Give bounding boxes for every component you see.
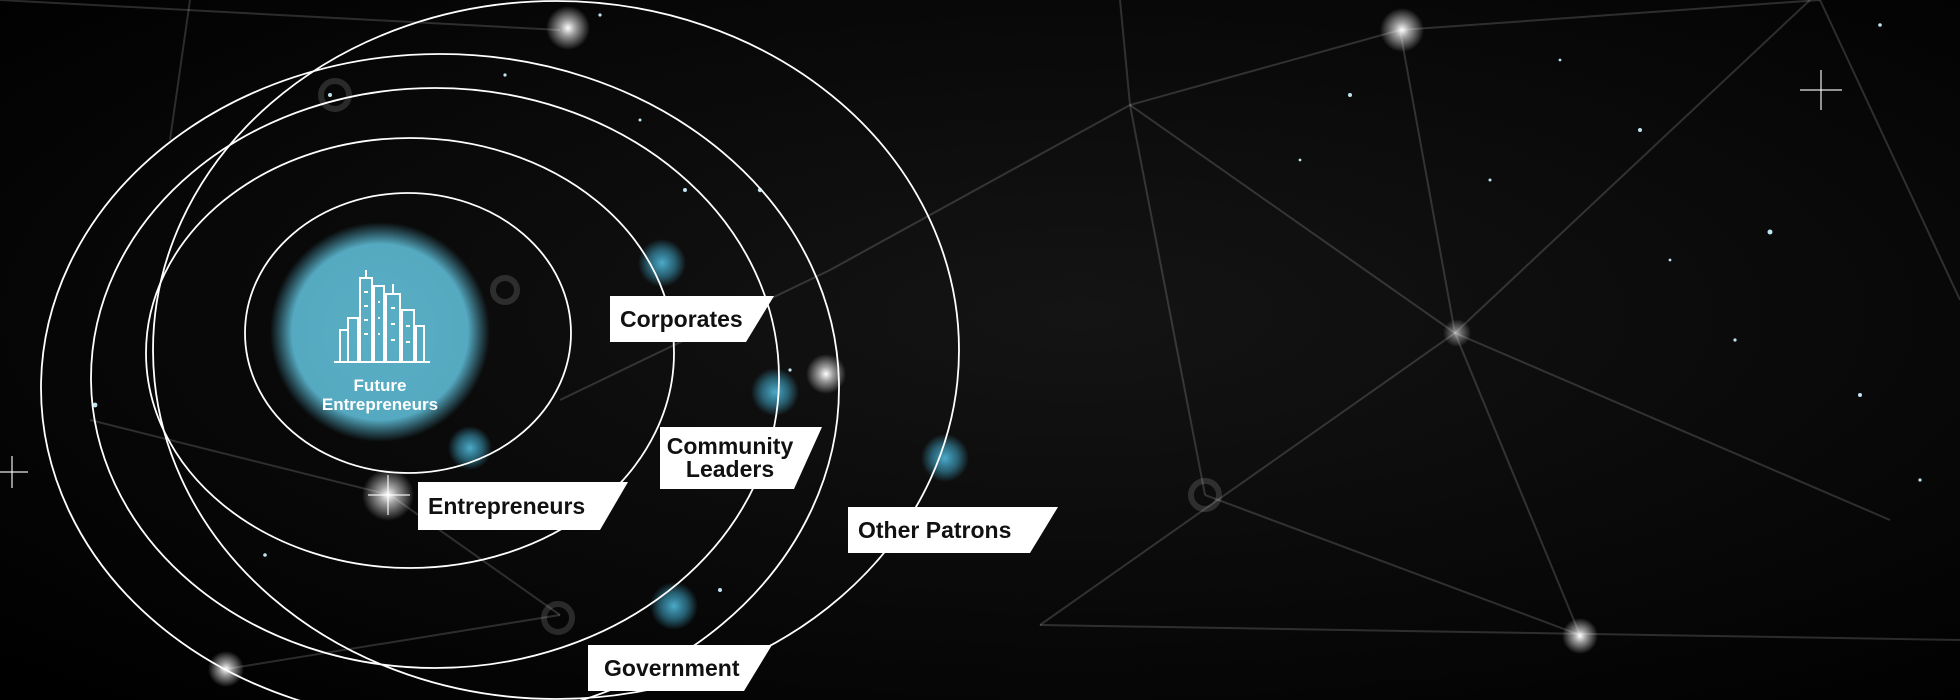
center-label-line1: Future: [353, 376, 407, 395]
ring-community-leaders: [90, 87, 780, 669]
ring-corporates: [145, 137, 675, 569]
label-other-patrons: Other Patrons: [848, 507, 1058, 553]
label-community-leaders: Community Leaders: [660, 427, 822, 489]
ring-government: [152, 0, 960, 700]
label-community-leaders-line1: Community: [666, 433, 794, 459]
label-entrepreneurs-text: Entrepreneurs: [428, 492, 586, 519]
ring-entrepreneurs: [244, 192, 572, 474]
center-label: Future Entrepreneurs: [300, 376, 460, 414]
ring-other-patrons: [40, 53, 840, 700]
city-skyline-icon: [334, 270, 430, 363]
label-community-leaders-line2: Leaders: [685, 456, 775, 482]
label-corporates-text: Corporates: [620, 305, 743, 332]
label-government-text: Government: [604, 654, 740, 681]
label-corporates: Corporates: [610, 296, 774, 342]
label-other-patrons-text: Other Patrons: [858, 516, 1012, 543]
future-entrepreneurs-bubble: [270, 222, 490, 442]
center-label-line2: Entrepreneurs: [321, 395, 439, 414]
label-entrepreneurs: Entrepreneurs: [418, 482, 628, 530]
label-government: Government: [588, 645, 772, 691]
